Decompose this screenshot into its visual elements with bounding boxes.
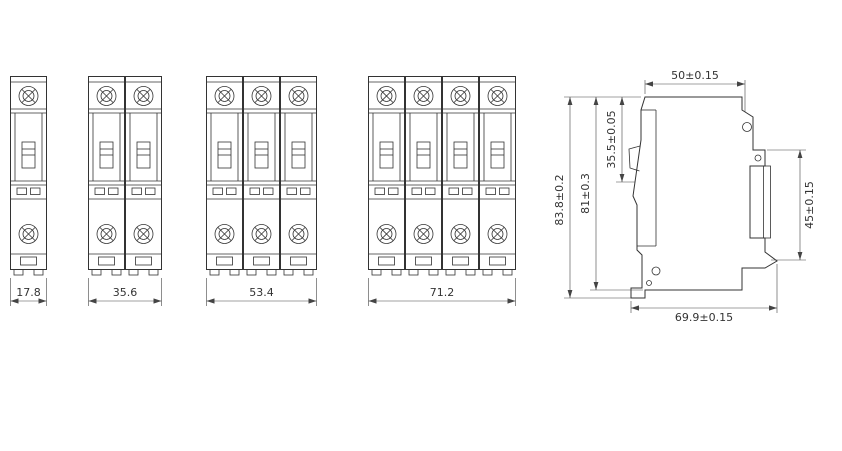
- dimension-label: 53.4: [249, 286, 274, 299]
- dimension-label: 71.2: [430, 286, 455, 299]
- width-dimension-4pole: 71.2: [368, 278, 516, 306]
- width-dimension-1pole: 17.8: [10, 278, 47, 306]
- dimension-face-offset: 35.5±0.05: [605, 97, 635, 183]
- dimension-label: 35.6: [113, 286, 138, 299]
- width-dimension-3pole: 53.4: [206, 278, 317, 306]
- dimension-label: 45±0.15: [803, 181, 816, 229]
- rivet-icon: [651, 266, 661, 276]
- dimension-body-height: 81±0.3: [579, 97, 643, 291]
- dimension-label: 69.9±0.15: [675, 311, 733, 324]
- dimension-overall-height: 83.8±0.2: [553, 96, 641, 299]
- side-view: 50±0.15 83.8±0.2 81±0.3 35.5±0.05: [553, 69, 816, 324]
- dimension-label: 50±0.15: [671, 69, 719, 82]
- rivet-icon: [646, 280, 652, 286]
- front-view-2pole: 35.6: [88, 76, 162, 306]
- front-view-1pole: 17.8: [10, 76, 47, 306]
- rivet-icon: [754, 154, 762, 162]
- dimension-top-width: 50±0.15: [644, 69, 746, 112]
- dimension-label: 81±0.3: [579, 173, 592, 214]
- front-view-4pole: 71.2: [368, 76, 516, 306]
- width-dimension-2pole: 35.6: [88, 278, 162, 306]
- din-clip-arm: [763, 165, 771, 239]
- rivet-icon: [742, 122, 752, 132]
- front-view-3pole: 53.4: [206, 76, 317, 306]
- side-profile-outline: [630, 96, 778, 299]
- dimension-label: 17.8: [16, 286, 41, 299]
- dimension-clip-length: 45±0.15: [767, 149, 816, 261]
- dimension-label: 35.5±0.05: [605, 110, 618, 168]
- dimension-label: 83.8±0.2: [553, 174, 566, 225]
- dimension-overall-depth: 69.9±0.15: [630, 264, 778, 324]
- side-toggle-lever: [628, 145, 641, 172]
